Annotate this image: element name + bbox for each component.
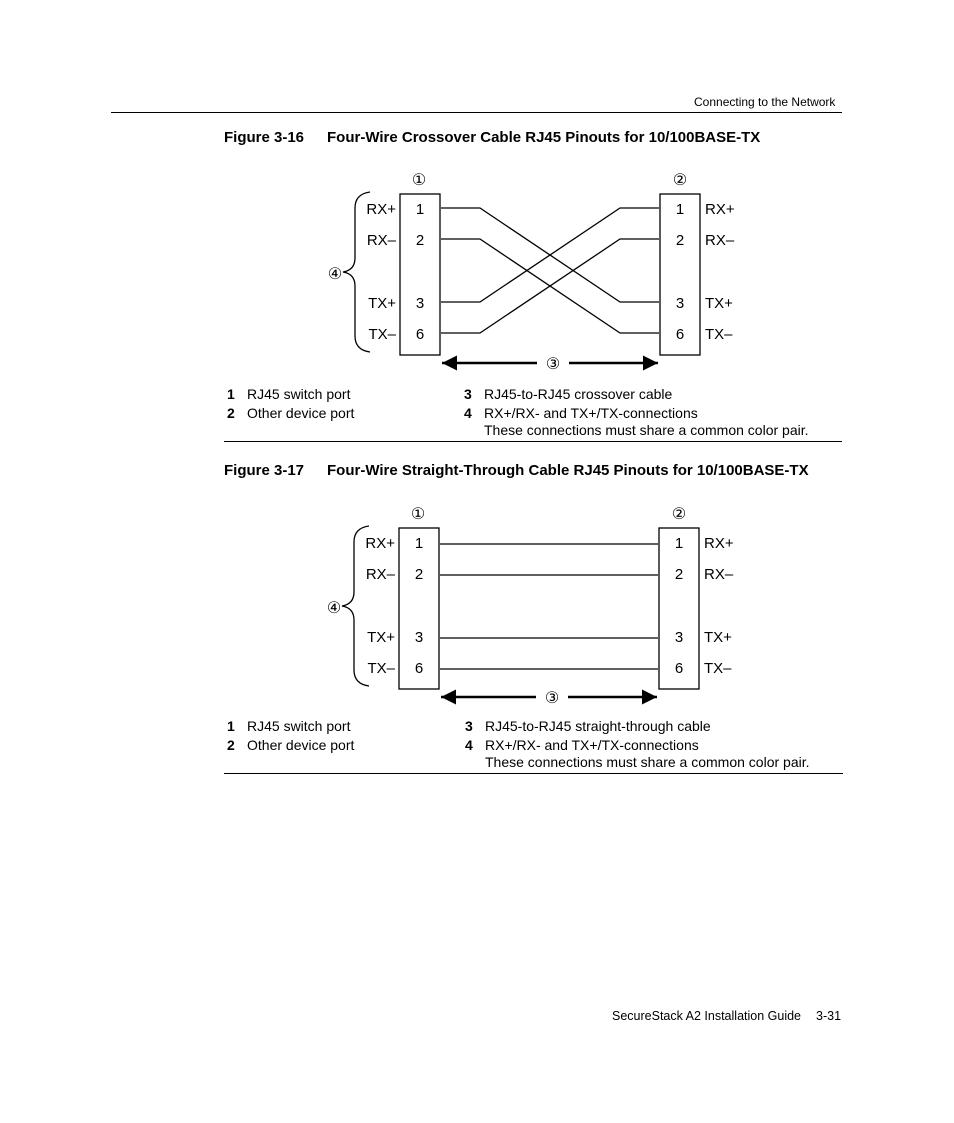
left-pin-number: 6 xyxy=(416,326,424,343)
callout-4: ④ xyxy=(327,600,341,617)
right-pin-number: 1 xyxy=(675,535,683,552)
right-pin-number: 3 xyxy=(676,295,684,312)
legend-text: Other device port xyxy=(247,405,355,421)
right-signal-label: RX– xyxy=(705,232,735,249)
legend-item: 4 xyxy=(465,737,473,753)
left-pin-number: 1 xyxy=(415,535,423,552)
left-pin-number: 6 xyxy=(415,660,423,677)
right-signal-label: RX+ xyxy=(704,535,734,552)
left-signal-label: RX– xyxy=(366,566,396,583)
callout-3: ③ xyxy=(546,356,560,373)
left-connector xyxy=(398,527,440,690)
figure-caption: Four-Wire Crossover Cable RJ45 Pinouts f… xyxy=(327,129,761,146)
callout-1: ① xyxy=(411,506,425,523)
right-pin-number: 3 xyxy=(675,629,683,646)
callout-3: ③ xyxy=(545,690,559,707)
header-rule xyxy=(111,112,842,113)
right-signal-label: RX– xyxy=(704,566,734,583)
legend-item: 3 xyxy=(464,386,472,402)
legend-note: These connections must share a common co… xyxy=(484,422,809,438)
crossover-diagram: ① ② ④ ③ RX+ 1 RX– 2 TX+ 3 TX– 6 1 RX+ 2 … xyxy=(328,172,735,373)
figure-title-3-17: Figure 3-17 Four-Wire Straight-Through Ca… xyxy=(224,462,809,479)
right-signal-label: TX– xyxy=(705,326,733,343)
brace-symbol xyxy=(341,525,370,687)
callout-4: ④ xyxy=(328,266,342,283)
left-pin-number: 1 xyxy=(416,201,424,218)
figure-number: Figure 3-16 xyxy=(224,129,305,146)
legend-item: 1 xyxy=(227,718,235,734)
left-connector xyxy=(399,193,441,356)
legend-note: These connections must share a common co… xyxy=(485,754,810,770)
legend-item: 2 xyxy=(227,405,235,421)
straight-through-diagram: ① ② ④ ③ RX+ 1 RX– 2 TX+ 3 TX– 6 1 RX+ 2 … xyxy=(327,506,734,707)
left-signal-label: RX+ xyxy=(365,535,395,552)
running-header: Connecting to the Network xyxy=(694,95,836,109)
legend-item: 3 xyxy=(465,718,473,734)
right-pin-number: 1 xyxy=(676,201,684,218)
left-pin-number: 3 xyxy=(416,295,424,312)
legend-text: RJ45-to-RJ45 straight-through cable xyxy=(485,718,711,734)
callout-2: ② xyxy=(673,172,687,189)
legend-item: 1 xyxy=(227,386,235,402)
legend-text: RX+/RX- and TX+/TX-connections xyxy=(485,737,699,753)
right-signal-label: RX+ xyxy=(705,201,735,218)
wire-3-to-1 xyxy=(441,207,659,303)
callout-1: ① xyxy=(412,172,426,189)
figure-title-3-16: Figure 3-16 Four-Wire Crossover Cable RJ4… xyxy=(224,129,760,146)
right-signal-label: TX+ xyxy=(705,295,733,312)
figure-caption: Four-Wire Straight-Through Cable RJ45 Pi… xyxy=(327,462,809,479)
legend-item: 2 xyxy=(227,737,235,753)
right-connector xyxy=(658,527,700,690)
left-pin-number: 3 xyxy=(415,629,423,646)
right-pin-number: 6 xyxy=(675,660,683,677)
right-pin-number: 2 xyxy=(676,232,684,249)
legend-text: RJ45 switch port xyxy=(247,718,351,734)
legend-item: 4 xyxy=(464,405,472,421)
page-number: 3-31 xyxy=(816,1009,842,1023)
legend-text: RJ45-to-RJ45 crossover cable xyxy=(484,386,673,402)
left-signal-label: TX– xyxy=(368,326,396,343)
left-signal-label: RX– xyxy=(367,232,397,249)
right-pin-number: 6 xyxy=(676,326,684,343)
legend-rule xyxy=(224,773,843,774)
left-signal-label: TX+ xyxy=(368,295,396,312)
right-pin-number: 2 xyxy=(675,566,683,583)
left-signal-label: TX+ xyxy=(367,629,395,646)
callout-2: ② xyxy=(672,506,686,523)
legend-text: RJ45 switch port xyxy=(247,386,351,402)
legend-rule xyxy=(224,441,842,442)
left-signal-label: TX– xyxy=(367,660,395,677)
right-signal-label: TX– xyxy=(704,660,732,677)
brace-symbol xyxy=(342,191,371,353)
footer-title: SecureStack A2 Installation Guide xyxy=(612,1009,802,1023)
left-pin-number: 2 xyxy=(416,232,424,249)
right-connector xyxy=(659,193,701,356)
left-signal-label: RX+ xyxy=(366,201,396,218)
legend-text: RX+/RX- and TX+/TX-connections xyxy=(484,405,698,421)
legend-text: Other device port xyxy=(247,737,355,753)
figure-number: Figure 3-17 xyxy=(224,462,305,479)
right-signal-label: TX+ xyxy=(704,629,732,646)
left-pin-number: 2 xyxy=(415,566,423,583)
wire-6-to-2 xyxy=(441,238,659,334)
